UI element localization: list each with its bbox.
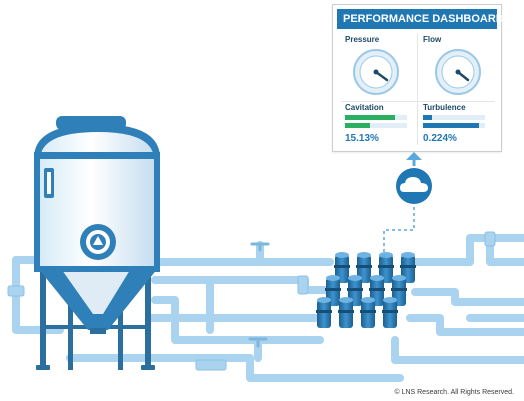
- turbulence-bar-2: [423, 123, 479, 128]
- arrow-up-icon: [406, 152, 422, 160]
- turbulence-label: Turbulence: [423, 103, 466, 112]
- sensor-cylinder-9: [316, 297, 332, 328]
- performance-dashboard: PERFORMANCE DASHBOARD Pressure Flow Cavi…: [332, 4, 504, 152]
- cavitation-label: Cavitation: [345, 103, 384, 112]
- sensor-cylinder-11: [360, 297, 376, 328]
- sensor-cylinder-12: [382, 297, 398, 328]
- tank-lid: [56, 116, 126, 130]
- cloud-icon: [396, 168, 432, 204]
- sensor-cylinder-3: [378, 252, 394, 283]
- fermentation-tank: [34, 116, 160, 370]
- turbulence-bar-1: [423, 115, 433, 120]
- dashboard-title: PERFORMANCE DASHBOARD: [337, 9, 504, 29]
- pipe-network: [12, 234, 524, 382]
- sensor-cluster: [316, 252, 416, 328]
- tank-manway: [80, 224, 116, 260]
- flow-label: Flow: [423, 35, 442, 44]
- valve-handle-2: [248, 337, 268, 348]
- cavitation-bar-1: [345, 115, 395, 120]
- pressure-label: Pressure: [345, 35, 380, 44]
- cavitation-bar-2: [345, 123, 370, 128]
- sensor-cylinder-4: [400, 252, 416, 283]
- cavitation-bars: [345, 115, 407, 128]
- sensor-cylinder-7: [369, 275, 385, 306]
- pipe-fittings: [7, 231, 496, 371]
- cloud-link: [383, 152, 422, 258]
- cavitation-value: 15.13%: [345, 133, 379, 144]
- sensor-cylinder-2: [356, 252, 372, 283]
- pressure-gauge: [353, 49, 399, 95]
- copyright-notice: © LNS Research. All Rights Reserved.: [394, 389, 514, 396]
- turbulence-value: 0.224%: [423, 133, 457, 144]
- sensor-cylinder-10: [338, 297, 354, 328]
- sensor-cylinder-1: [334, 252, 350, 283]
- valve-handle-1: [250, 242, 270, 252]
- turbulence-bars: [423, 115, 485, 128]
- flow-gauge: [435, 49, 481, 95]
